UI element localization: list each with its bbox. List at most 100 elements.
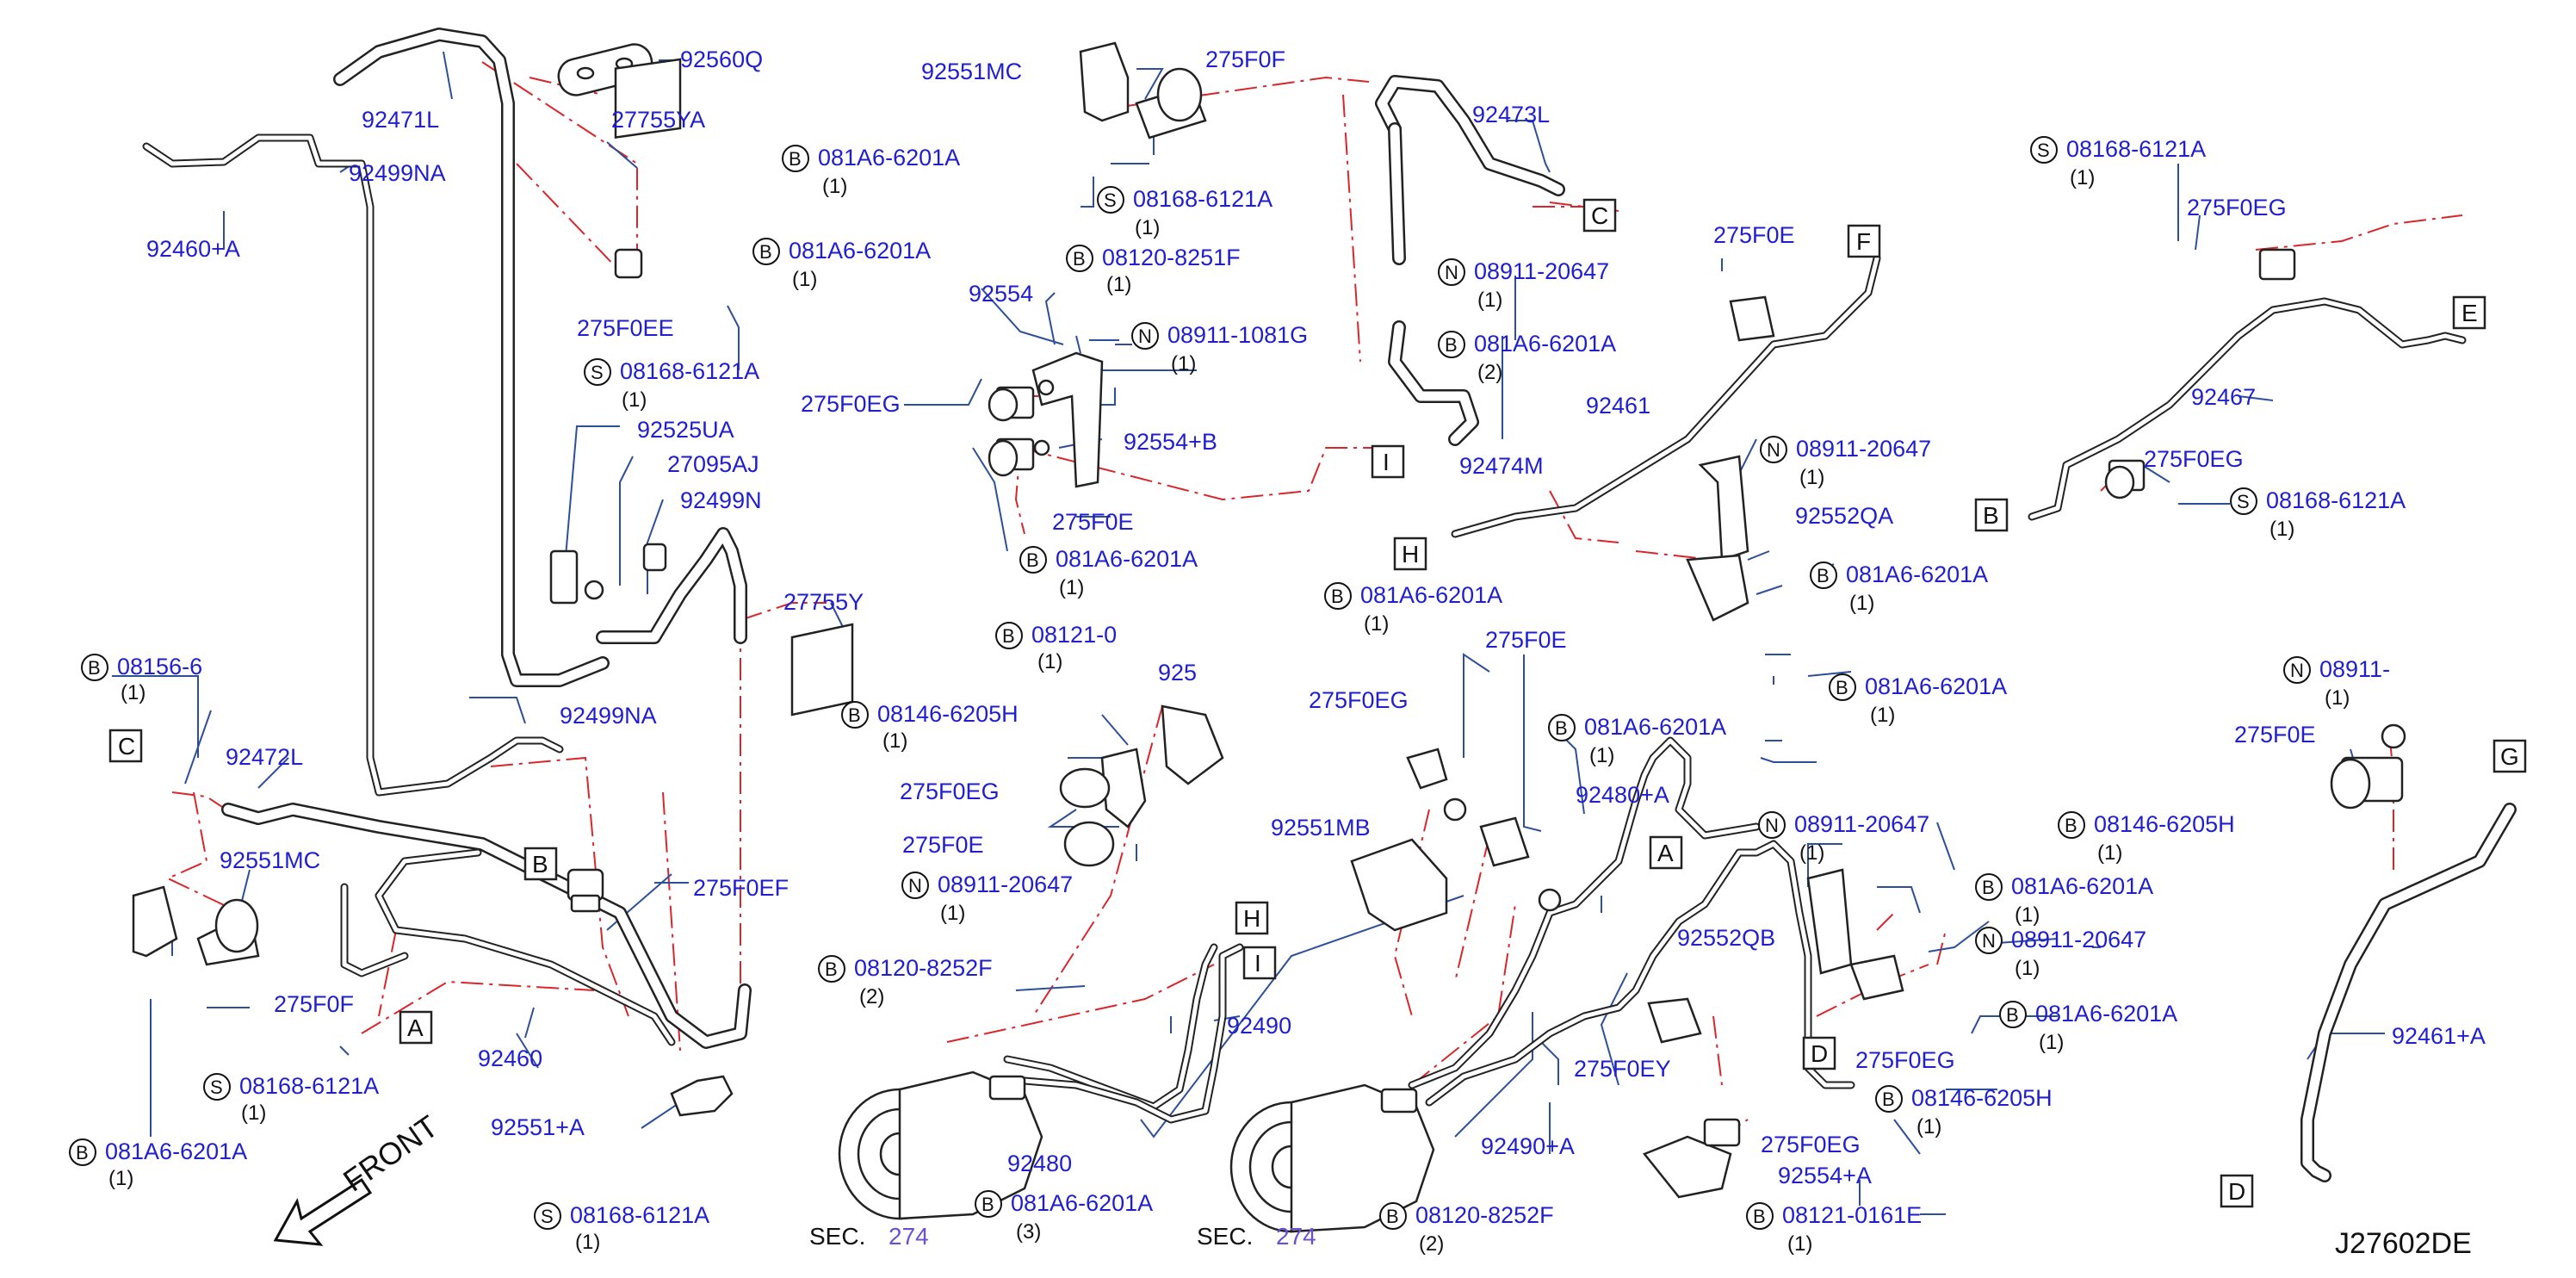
svg-text:S: S [1104, 189, 1117, 211]
pipe-92473l [1375, 75, 1565, 265]
svg-text:(1): (1) [2015, 957, 2040, 980]
section-ref-right: SEC. 274 [1197, 1223, 1316, 1250]
clamp-275f0e-h [1063, 821, 1115, 867]
svg-text:(1): (1) [792, 268, 817, 291]
callout-n-08911-f: N 08911- (1) [2283, 656, 2390, 710]
svg-text:S: S [591, 362, 604, 383]
callout-275f0eg-d: 275F0EG [1855, 1047, 1955, 1073]
pipe-92480a [1408, 736, 1761, 1089]
callout-27755ya: 27755YA [611, 107, 705, 133]
svg-text:B: B [532, 851, 548, 878]
svg-text:N: N [1445, 262, 1458, 283]
svg-text:B: B [1982, 877, 1995, 898]
svg-text:(2): (2) [1419, 1232, 1444, 1256]
pipe-92490a [1425, 840, 1855, 1107]
pad-27755y [790, 623, 854, 717]
svg-text:(1): (1) [2039, 1031, 2064, 1054]
clamp-275f0eg-right-top [2258, 248, 2296, 281]
callout-n-08911-b: N 08911-20647 (1) [901, 872, 1073, 925]
svg-text:081A6-6201A: 081A6-6201A [2035, 1001, 2177, 1027]
callout-s-08168-c: S 08168-6121A (1) [534, 1202, 709, 1254]
svg-text:(1): (1) [1364, 612, 1389, 636]
callout-labels: 92560Q 92471L 27755YA 92499NA 92460+A 27… [69, 47, 2486, 1256]
svg-text:(1): (1) [2015, 903, 2040, 927]
svg-text:F: F [1856, 228, 1871, 255]
svg-text:(1): (1) [882, 729, 907, 753]
callout-275f0e-mid: 275F0E [1052, 509, 1134, 535]
svg-text:B: B [76, 1142, 89, 1163]
callout-92560q: 92560Q [680, 47, 763, 72]
callout-b-08146-6205h-a: B 08146-6205H (1) [841, 701, 1019, 753]
clamp-275f0eg-d [1703, 1118, 1741, 1147]
svg-text:B: B [759, 241, 772, 263]
svg-text:(2): (2) [859, 985, 884, 1008]
conn-b-left: B [523, 847, 558, 881]
svg-text:(1): (1) [1477, 288, 1502, 312]
callout-b-081a6-k: B 081A6-6201A (1) [1975, 873, 2153, 927]
svg-text:G: G [2500, 743, 2519, 770]
front-arrow-icon [273, 1177, 373, 1246]
pipe-92461a [2300, 803, 2517, 1182]
svg-text:H: H [1402, 541, 1419, 568]
callout-b-081a6-a: B 081A6-6201A (1) [69, 1138, 247, 1190]
svg-text:08121-0161E: 08121-0161E [1782, 1202, 1922, 1228]
svg-text:(1): (1) [622, 388, 647, 412]
callout-92552qb: 92552QB [1677, 925, 1775, 951]
conn-i-lower: I [1242, 946, 1277, 980]
svg-text:B: B [1386, 1206, 1399, 1227]
conn-a-left: A [399, 1010, 433, 1045]
callout-92551mb: 92551MB [1271, 815, 1371, 841]
svg-text:08168-6121A: 08168-6121A [1133, 186, 1273, 212]
svg-text:B: B [848, 704, 861, 726]
svg-text:N: N [1982, 930, 1996, 952]
pipe-92461 [1451, 254, 1881, 538]
svg-text:274: 274 [1276, 1223, 1316, 1250]
clamp-275f0e-right [2330, 723, 2406, 810]
callout-275f0eg-h: 275F0EG [900, 779, 1000, 804]
bracket-92552qb [1806, 868, 1904, 1001]
svg-text:(1): (1) [940, 902, 965, 925]
svg-text:08120-8252F: 08120-8252F [854, 955, 993, 981]
svg-text:S: S [210, 1076, 223, 1098]
callout-275f0eg-b: 275F0EG [1309, 687, 1409, 713]
svg-text:08121-0: 08121-0 [1031, 622, 1117, 648]
svg-text:B: B [88, 657, 101, 679]
bracket-92551mc-h [1100, 704, 1224, 828]
callout-b-081a6-i: B 081A6-6201A (1) [1829, 673, 2007, 727]
conn-a-right: A [1649, 835, 1683, 870]
svg-text:(2): (2) [1477, 361, 1502, 384]
hardware-parts [132, 41, 2406, 1199]
svg-text:N: N [908, 875, 922, 896]
svg-text:B: B [1073, 248, 1086, 270]
svg-text:N: N [1765, 815, 1779, 836]
callout-27095aj: 27095AJ [667, 451, 759, 477]
callout-s-08168-d: S 08168-6121A (1) [1097, 186, 1273, 239]
svg-text:08911-: 08911- [2319, 656, 2390, 682]
callout-275f0eg-right-top: 275F0EG [2187, 195, 2287, 220]
compressor-left [838, 1070, 1043, 1220]
pipe-92499na [142, 133, 564, 797]
callout-b-08121-0: B 08121-0 (1) [995, 622, 1117, 673]
callout-b-081a6-g: B 081A6-6201A (1) [1810, 561, 1988, 615]
callout-275f0e-right: 275F0E [2234, 722, 2316, 748]
callout-92499n: 92499N [680, 487, 762, 513]
pipe-92467 [2028, 297, 2467, 521]
svg-text:081A6-6201A: 081A6-6201A [1474, 331, 1616, 357]
svg-text:(1): (1) [2325, 686, 2350, 710]
svg-text:(1): (1) [2269, 518, 2294, 541]
bracket-92554a [1642, 1135, 1732, 1199]
svg-text:08146-6205H: 08146-6205H [877, 701, 1019, 727]
callout-s-08168-f: S 08168-6121A (1) [2230, 487, 2406, 541]
conn-b-right: B [1974, 498, 2009, 532]
leader-lines [112, 51, 2398, 1215]
callout-92499na-mid: 92499NA [560, 703, 657, 729]
svg-text:081A6-6201A: 081A6-6201A [1584, 714, 1726, 740]
callout-s-08168-b: S 08168-6121A (1) [203, 1073, 379, 1125]
callout-b-081a6-h: B 081A6-6201A (1) [1324, 582, 1502, 636]
svg-text:(1): (1) [1849, 592, 1874, 615]
svg-text:B: B [1817, 565, 1830, 586]
callout-n-08911-d: N 08911-20647 (1) [1758, 811, 1929, 865]
callout-92551mc-top: 92551MC [921, 59, 1022, 84]
svg-text:274: 274 [889, 1223, 929, 1250]
callout-92473l: 92473L [1472, 102, 1550, 127]
